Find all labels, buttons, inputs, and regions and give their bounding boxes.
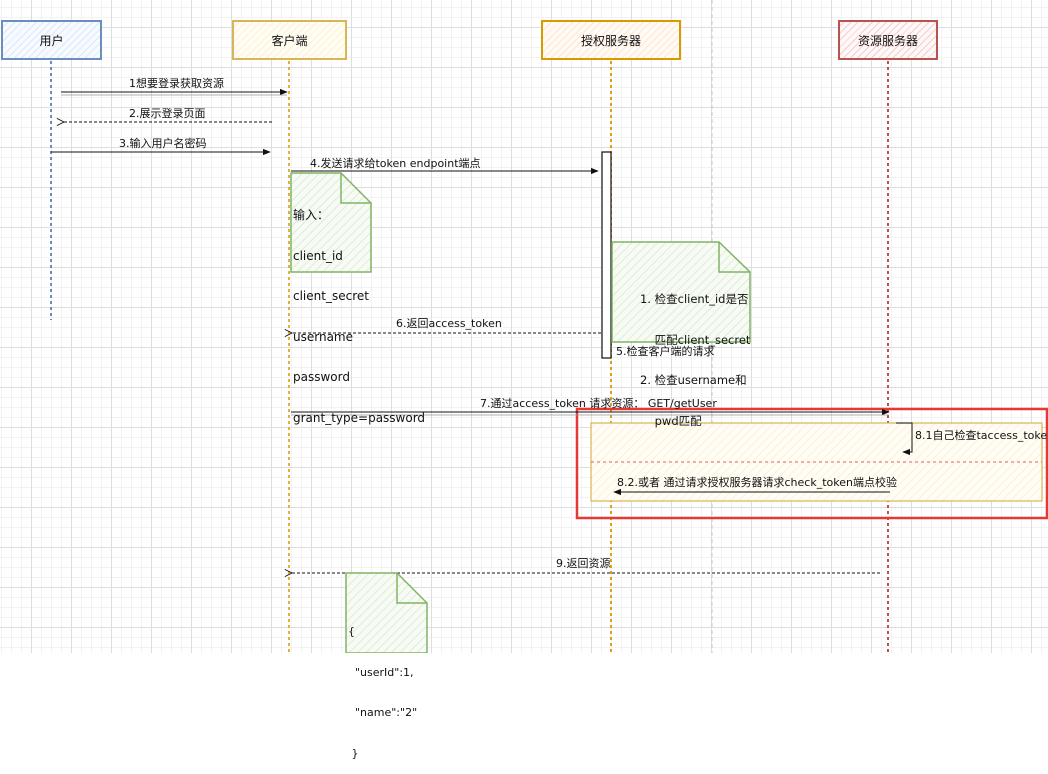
actor-user[interactable]: 用户 [1, 20, 102, 60]
check-note-fold [718, 242, 750, 273]
message-1-label: 1想要登录获取资源 [129, 77, 224, 90]
check-note-text: 1. 检查client_id是否 匹配client_secret 2. 检查us… [640, 266, 750, 442]
input-note-line: 输入： [293, 208, 330, 222]
message-7-label: 7.通过access_token 请求资源： GET/getUser [480, 397, 717, 410]
actor-resource-server[interactable]: 资源服务器 [838, 20, 938, 60]
input-note-line: username [293, 329, 353, 344]
message-8-2-label: 8.2.或者 通过请求授权服务器请求check_token端点校验 [617, 476, 897, 489]
check-note-line: 2. 检查username和 [640, 373, 747, 387]
input-note-text: 输入： client_id client_secret username pas… [293, 182, 425, 439]
input-note-line: client_id [293, 248, 343, 263]
response-note-line: } [348, 746, 359, 760]
check-note-line: 1. 检查client_id是否 [640, 292, 749, 306]
check-note-line: 匹配client_secret [640, 332, 751, 347]
actor-user-label: 用户 [39, 33, 64, 48]
diagram-lines [50, 0, 1048, 653]
message-6-label: 6.返回access_token [396, 317, 502, 330]
check-note-shape [611, 241, 751, 343]
message-9-label: 9.返回资源 [556, 557, 611, 570]
response-note-shape [345, 572, 428, 653]
message-3-label: 3.输入用户名密码 [119, 137, 207, 150]
message-5-label: 5.检查客户端的请求 [616, 345, 715, 358]
message-2-label: 2.展示登录页面 [129, 107, 206, 120]
actor-client[interactable]: 客户端 [232, 20, 347, 60]
response-note-line: { [348, 625, 355, 638]
input-note-line: client_secret [293, 289, 369, 303]
message-8-1-label: 8.1自己检查taccess_token [915, 429, 1048, 442]
input-note-line: grant_type=password [293, 410, 426, 425]
input-note-line: password [293, 370, 350, 384]
message-8-1-self-arrow [896, 422, 913, 456]
canvas-grid [0, 0, 1048, 653]
auth-activation-box [601, 151, 612, 359]
actor-client-label: 客户端 [271, 33, 308, 48]
highlight-box [575, 407, 1048, 520]
response-note-fold [396, 573, 427, 604]
actor-auth-server[interactable]: 授权服务器 [541, 20, 681, 60]
input-note-fold [340, 173, 371, 204]
input-note-shape [290, 172, 372, 273]
actor-auth-server-label: 授权服务器 [580, 33, 641, 48]
response-note-line: "name":"2" [348, 706, 418, 719]
response-note-line: "userId":1, [348, 665, 414, 679]
message-4-label: 4.发送请求给token endpoint端点 [310, 157, 481, 170]
actor-resource-server-label: 资源服务器 [857, 33, 918, 48]
check-note-line: pwd匹配 [640, 413, 702, 428]
response-note-text: { "userId":1, "name":"2" } [348, 598, 417, 774]
